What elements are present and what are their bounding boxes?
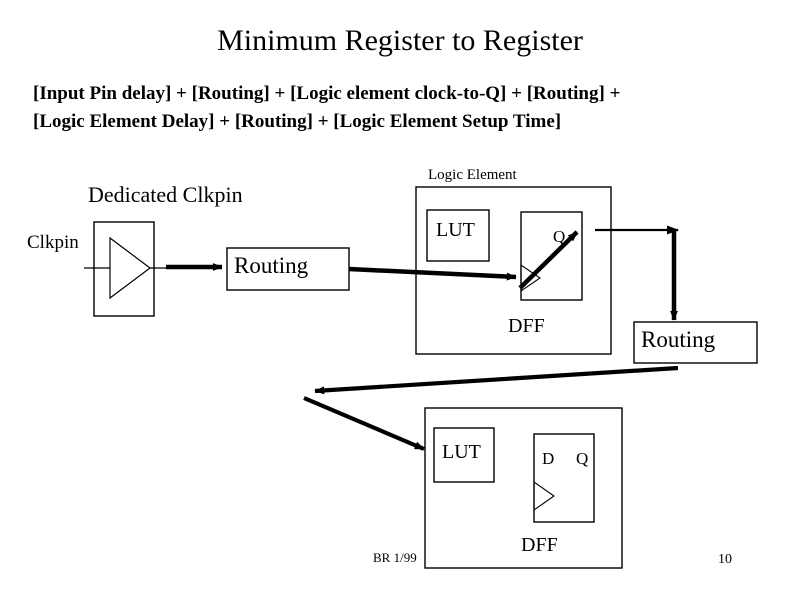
- logic-element-bottom-group: [424, 407, 623, 569]
- clkpin-buffer-group: [84, 221, 180, 317]
- lut-box-top: [426, 209, 490, 262]
- label-logic-element: Logic Element: [428, 167, 517, 183]
- label-q-bottom: Q: [576, 449, 589, 468]
- label-dedicated-clkpin: Dedicated Clkpin: [88, 182, 243, 207]
- buffer-triangle-icon: [109, 236, 151, 300]
- footer-credit: BR 1/99: [373, 550, 417, 565]
- routing-box-2: [633, 321, 758, 364]
- dff-box-top: [520, 211, 583, 301]
- label-q-top: Q: [553, 227, 566, 246]
- label-lut-bottom: LUT: [442, 441, 481, 463]
- arrow-dff-internal-to-q-top: [518, 230, 579, 290]
- label-dff-top: DFF: [508, 315, 545, 337]
- arrow-routing2-feedback-left: [314, 365, 679, 395]
- dff-box-bottom: [533, 433, 595, 523]
- arrow-into-logic-element-bottom: [303, 396, 425, 451]
- arrow-routing1-to-dff-clock: [348, 266, 517, 281]
- dff-clock-triangle-icon-top: [520, 263, 541, 293]
- dff-clock-triangle-icon-bottom: [533, 480, 555, 512]
- logic-element-top-box: [415, 186, 612, 355]
- slide-title: Minimum Register to Register: [217, 24, 583, 57]
- logic-element-bottom-box: [424, 407, 623, 569]
- delay-formula-line-2: [Logic Element Delay] + [Routing] + [Log…: [33, 110, 562, 132]
- footer-page-number: 10: [718, 552, 732, 567]
- lut-box-bottom: [433, 427, 495, 483]
- label-clkpin: Clkpin: [27, 232, 79, 253]
- clkpin-buffer-box: [93, 221, 155, 317]
- label-routing-2: Routing: [641, 327, 716, 352]
- label-routing-1: Routing: [234, 253, 309, 278]
- delay-formula: [Input Pin delay] + [Routing] + [Logic e…: [33, 80, 773, 135]
- delay-formula-line-1: [Input Pin delay] + [Routing] + [Logic e…: [33, 83, 621, 104]
- label-d-bottom: D: [542, 449, 555, 468]
- label-lut-top: LUT: [436, 219, 475, 241]
- label-dff-bottom: DFF: [521, 534, 558, 556]
- logic-element-top-group: [415, 186, 612, 355]
